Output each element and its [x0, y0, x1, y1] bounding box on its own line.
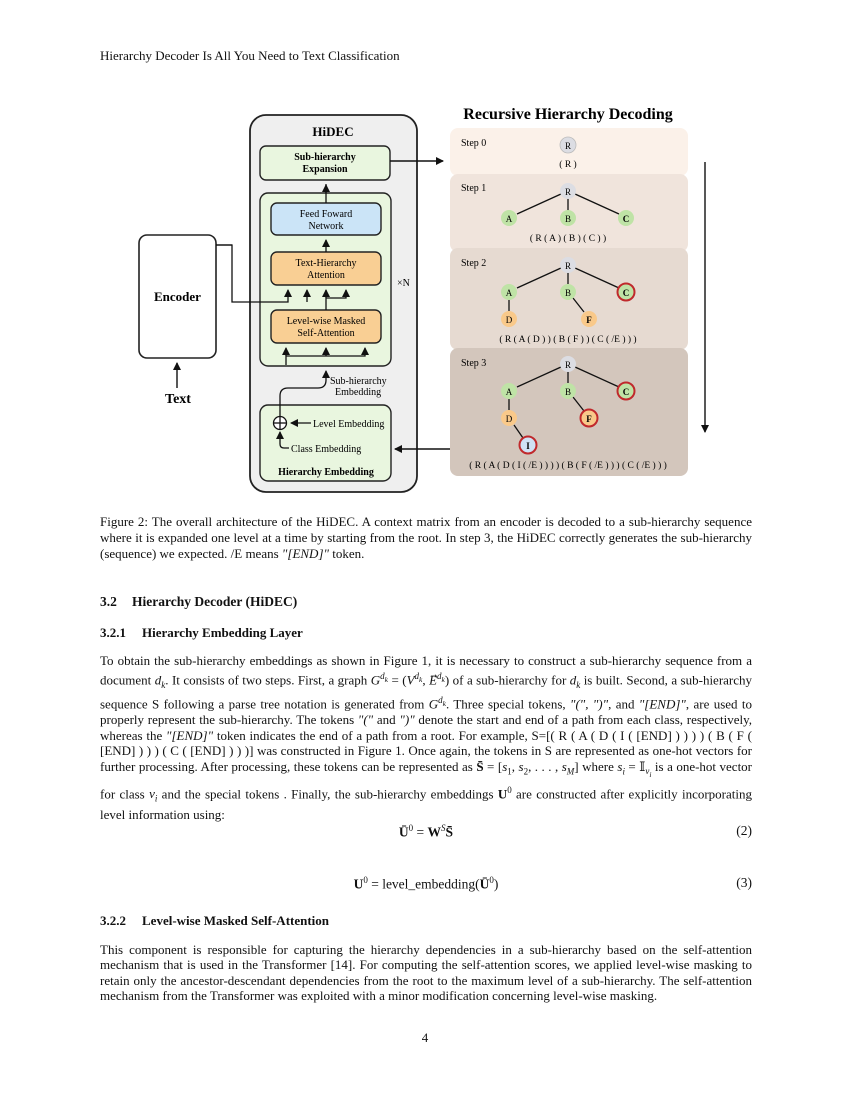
p1-tok2: "[END]" — [638, 696, 686, 712]
section-heading: 3.2 Hierarchy Decoder (HiDEC) — [100, 594, 297, 610]
equation-2-number: (2) — [736, 823, 752, 838]
p1-s4: is built. Second, a sub-hierarchy sequen… — [100, 671, 753, 712]
caption-tail: token. — [328, 546, 365, 561]
subsection-title-1: Hierarchy Embedding Layer — [142, 625, 303, 640]
tha-line1: Text-Hierarchy — [296, 258, 357, 269]
subhier-embedding-line1: Sub-hierarchy — [330, 376, 387, 387]
step0-label: Step 0 — [461, 138, 486, 149]
paragraph-2: This component is responsible for captur… — [100, 942, 752, 1004]
equation-3-number: (3) — [736, 875, 752, 890]
step2-sequence: ( R ( A ( D ) ) ( B ( F ) ) ( C ( /E ) )… — [499, 334, 636, 345]
subsection-number-1: 3.2.1 — [100, 625, 126, 640]
running-header: Hierarchy Decoder Is All You Need to Tex… — [100, 48, 400, 63]
paragraph-1: To obtain the sub-hierarchy embeddings a… — [100, 653, 753, 823]
encoder-label: Encoder — [154, 289, 201, 304]
step1-label: Step 1 — [461, 183, 486, 194]
p1-dk-var: d — [154, 671, 162, 687]
subhier-embedding-line2: Embedding — [335, 387, 381, 398]
s2-node-d: D — [506, 315, 513, 325]
times-n-label: ×N — [397, 278, 410, 289]
subsection-number-2: 3.2.2 — [100, 913, 126, 928]
p1-s14: are constructed after explicitly incorpo… — [100, 786, 753, 823]
figure-caption: Figure 2: The overall architecture of th… — [100, 514, 752, 562]
s3-node-b: B — [565, 387, 571, 397]
p1-s13: and the special tokens . Finally, the su… — [157, 786, 498, 802]
s3-node-d: D — [506, 414, 513, 424]
p1-s5: . Three special tokens, — [445, 696, 570, 712]
hierarchy-embedding-label: Hierarchy Embedding — [278, 467, 374, 478]
step2-label: Step 2 — [461, 258, 486, 269]
lwmsa-line2: Self-Attention — [297, 328, 354, 339]
p1-s7: , are used to properly represent the sub… — [100, 696, 752, 728]
s3-node-i: I — [526, 441, 530, 451]
step0-sequence: ( R ) — [559, 159, 576, 170]
subsection-title-2: Level-wise Masked Self-Attention — [142, 913, 330, 928]
encoder-box — [138, 234, 217, 359]
s3-node-r: R — [565, 360, 571, 370]
s1-node-a: A — [506, 214, 513, 224]
subhier-expansion-line1: Sub-hierarchy — [294, 152, 356, 163]
p1-s8: and — [373, 712, 400, 728]
s0-node-r: R — [565, 141, 571, 151]
recursive-title: Recursive Hierarchy Decoding — [463, 106, 672, 123]
p1-s1: To obtain the sub-hierarchy embeddings a… — [100, 653, 752, 687]
s2-node-a: A — [506, 288, 513, 298]
s1-node-r: R — [565, 187, 571, 197]
s1-node-c: C — [623, 214, 630, 224]
equation-3-function: level_embedding — [382, 876, 476, 892]
level-embedding-label: Level Embedding — [313, 419, 384, 430]
tha-line2: Attention — [307, 270, 345, 281]
p1-s12: is a one-hot vector for class — [100, 758, 753, 802]
lwmsa-line1: Level-wise Masked — [287, 316, 366, 327]
s3-node-f: F — [586, 414, 592, 424]
s2-node-c: C — [623, 288, 630, 298]
caption-text: Figure 2: The overall architecture of th… — [100, 514, 752, 561]
architecture-figure: Encoder Text HiDEC Sub-hierarchy Expansi… — [138, 106, 709, 493]
s3-node-c: C — [623, 387, 630, 397]
class-embedding-label: Class Embedding — [291, 444, 361, 455]
s2-node-b: B — [565, 288, 571, 298]
s1-node-b: B — [565, 214, 571, 224]
step3-sequence: ( R ( A ( D ( I ( /E ) ) ) ) ( B ( F ( /… — [469, 460, 667, 471]
p1-s11: where — [578, 758, 618, 774]
p1-s6: , and — [608, 696, 639, 712]
s2-node-f: F — [586, 315, 592, 325]
section-number: 3.2 — [100, 594, 117, 609]
p1-tok1: "(", ")" — [569, 696, 609, 712]
caption-end-token: "[END]" — [281, 546, 329, 561]
step3-panel — [450, 348, 688, 476]
step3-label: Step 3 — [461, 358, 486, 369]
p1-s9: denote the start and end of a path from … — [100, 712, 752, 743]
subsection-heading-2: 3.2.2 Level-wise Masked Self-Attention — [100, 913, 329, 929]
page-number: 4 — [421, 1030, 429, 1045]
step1-sequence: ( R ( A ) ( B ) ( C ) ) — [530, 233, 606, 244]
subsection-heading-1: 3.2.1 Hierarchy Embedding Layer — [100, 625, 303, 641]
s2-node-r: R — [565, 261, 571, 271]
text-input-label: Text — [165, 392, 191, 407]
p1-s10: token indicates the end of a path from a… — [100, 727, 752, 774]
p1-s2: . It consists of two steps. First, a gra… — [165, 671, 371, 687]
p1-tok5: "[END]" — [166, 727, 214, 743]
hidec-label: HiDEC — [312, 124, 353, 139]
p1-tok4: ")" — [399, 712, 415, 728]
s3-node-a: A — [506, 387, 513, 397]
section-title: Hierarchy Decoder (HiDEC) — [132, 594, 298, 609]
ffn-line2: Network — [309, 221, 344, 232]
subhier-expansion-box — [259, 145, 391, 181]
p1-s3: of a sub-hierarchy for — [449, 671, 570, 687]
p1-tok3: "(" — [357, 712, 374, 728]
subhier-expansion-line2: Expansion — [302, 164, 347, 175]
ffn-line1: Feed Foward — [300, 209, 353, 220]
